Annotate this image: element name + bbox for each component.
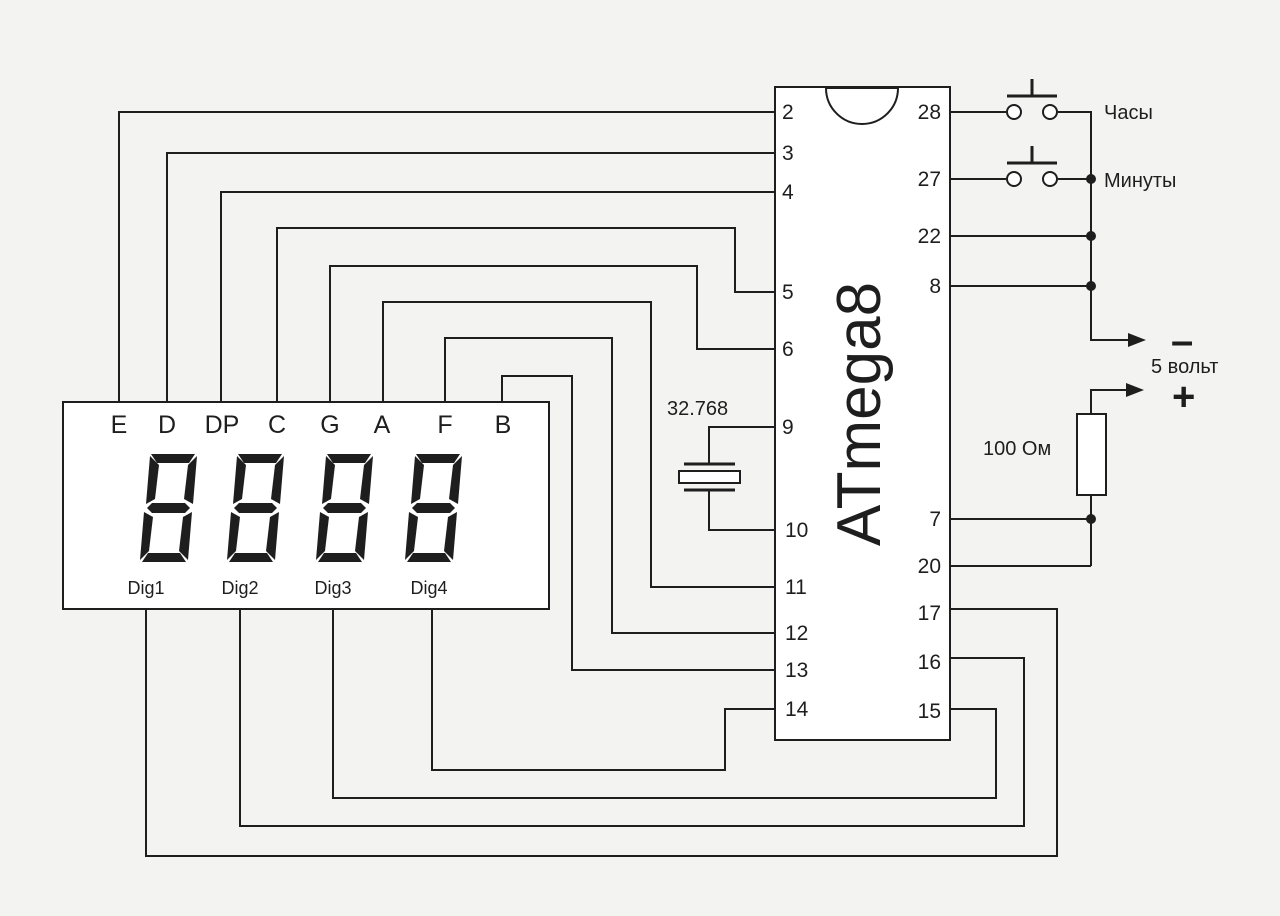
button-contact [1042,104,1058,120]
chip-pin-label: 8 [929,275,941,298]
chip-pin-label: 7 [929,508,941,531]
resistor [1076,413,1107,496]
minus-arrow-icon [1128,333,1146,347]
chip-pin-label: 28 [918,101,941,124]
chip-pin-label: 17 [918,602,941,625]
display-body [62,401,550,610]
wire-dig3-pin15 [332,609,997,799]
wire-dig2-pin16 [239,609,1025,827]
minutes-button-label: Минуты [1104,170,1176,192]
power-voltage-label: 5 вольт [1151,356,1218,378]
digit-wires [145,608,1058,857]
hours-button [1006,79,1058,120]
chip-pin-label: 9 [782,416,794,439]
chip-notch [824,87,900,125]
segment-label: A [374,411,391,439]
crystal-label: 32.768 [667,398,728,420]
minutes-button [1006,146,1058,187]
crystal-wires [708,426,775,531]
chip-pin-label: 4 [782,181,794,204]
right-wires [950,111,1133,567]
wire-d-pin3 [166,152,775,402]
chip-name: ATmega8 [825,282,894,546]
segment-label: D [158,411,176,439]
segment-wires [118,111,775,671]
chip-pin-label: 16 [918,651,941,674]
crystal [678,462,741,492]
wire-f-pin12 [444,337,775,634]
button-contact [1042,171,1058,187]
wire-dig1-pin17 [145,608,1058,857]
wire-b-pin13 [501,375,775,671]
chip-pin-label: 22 [918,225,941,248]
crystal-body [678,470,741,484]
segment-label: F [437,411,452,439]
wire-plus-resistor [1090,389,1131,414]
wire-crystal-pin10 [708,490,775,531]
chip-pin-label: 5 [782,281,794,304]
wire-crystal-pin9 [708,426,775,464]
chip-pin-label: 10 [785,519,808,542]
junction-dots [1086,174,1096,524]
wire-c-pin5 [276,227,775,402]
digit-label: Dig3 [314,578,351,598]
power-minus-label: – [1171,319,1193,363]
wire-hours-button-bus [1058,111,1133,341]
chip-pin-label: 20 [918,555,941,578]
chip-pin-label: 13 [785,659,808,682]
chip-pin-label: 14 [785,698,809,721]
chip-pin-label: 27 [918,168,941,191]
chip-left-pin-labels: 2 3 4 5 6 9 10 11 12 13 14 [782,101,809,721]
power-plus-label: + [1172,375,1195,419]
chip-right-pin-labels: 28 27 22 8 7 20 17 16 15 [918,101,941,723]
segment-label: E [111,411,128,439]
chip-body [774,86,951,741]
chip-pin-label: 3 [782,142,794,165]
segment-label: C [268,411,286,439]
junction-dot [1086,174,1096,184]
segment-label: DP [205,411,240,439]
digit-labels: Dig1 Dig2 Dig3 Dig4 [127,578,447,598]
digit-label: Dig2 [221,578,258,598]
wire-e-pin2 [118,111,775,402]
button-contact [1006,171,1022,187]
digit-label: Dig1 [127,578,164,598]
junction-dot [1086,281,1096,291]
junction-dot [1086,514,1096,524]
button-contact [1006,104,1022,120]
chip-pin-label: 11 [785,576,807,599]
wire-a-pin11 [382,301,775,588]
plus-arrow-icon [1126,383,1144,397]
chip-pin-label: 15 [918,700,941,723]
wire-g-pin6 [329,265,775,402]
chip-pin-label: 12 [785,622,808,645]
digit-label: Dig4 [410,578,447,598]
resistor-label: 100 Ом [983,438,1051,460]
chip-pin-label: 2 [782,101,794,124]
wire-dp-pin4 [220,191,775,402]
segment-labels: E D DP C G A F B [111,411,512,439]
chip-pin-label: 6 [782,338,794,361]
segment-label: B [495,411,512,439]
junction-dot [1086,231,1096,241]
hours-button-label: Часы [1104,102,1153,124]
segment-label: G [320,411,339,439]
wire-dig4-pin14 [431,609,775,771]
